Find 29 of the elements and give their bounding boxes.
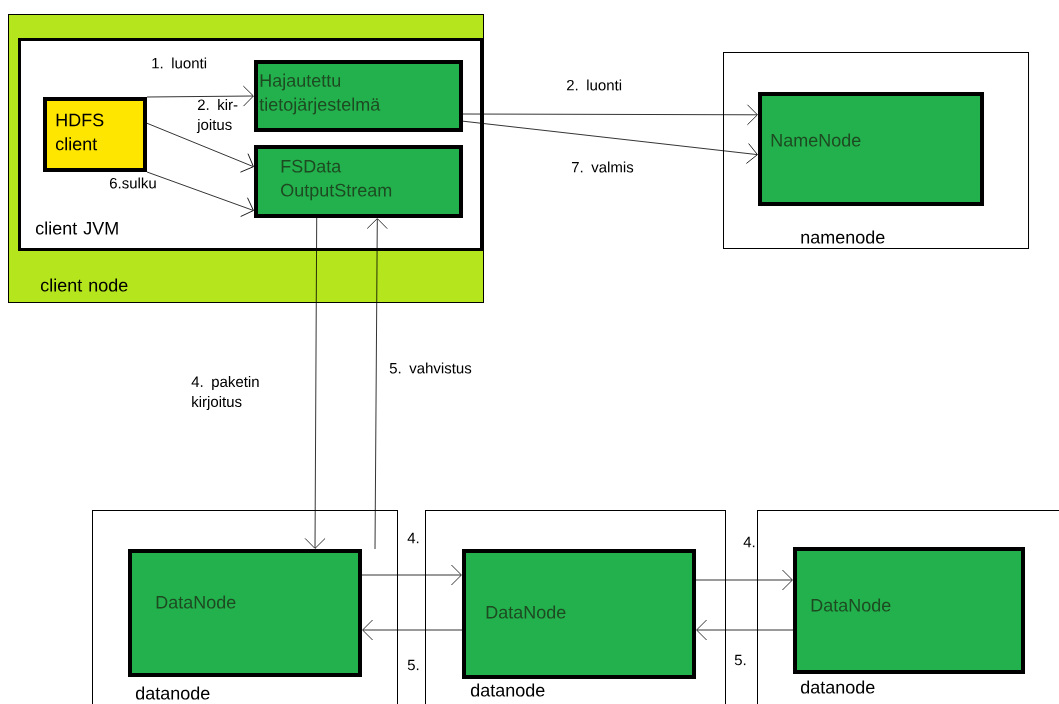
edge-label: 1. luonti — [152, 57, 207, 69]
client-box: HDFS client — [43, 97, 147, 172]
edge-label: 7. valmis — [572, 161, 634, 173]
edge-label: 2. luonti — [566, 79, 622, 91]
arrow — [304, 217, 326, 549]
process-box: DataNode — [462, 549, 696, 679]
edge-label: 4. — [743, 536, 755, 548]
process-box: FSData OutputStream — [254, 145, 463, 218]
arrow — [146, 85, 254, 107]
arrow — [462, 120, 758, 164]
process-box: DataNode — [793, 547, 1025, 674]
edge-label: 5. — [407, 659, 419, 671]
arrow — [146, 171, 254, 217]
arrow — [146, 122, 254, 173]
arrow — [462, 104, 758, 126]
edge-label: 2. kir- joitus — [196, 99, 238, 133]
edge-label: 4. paketin kirjoitus — [191, 376, 259, 410]
process-box: DataNode — [128, 549, 362, 677]
edge-label: 4. — [407, 532, 419, 544]
process-box: Hajautettu tietojärjestelmä — [254, 60, 463, 132]
arrow — [362, 619, 463, 641]
edge-label: 5. — [734, 654, 746, 666]
edge-label: 6.sulku — [109, 177, 156, 189]
process-box: NameNode — [758, 92, 984, 206]
arrow — [696, 619, 794, 641]
arrow — [361, 564, 462, 586]
arrow — [695, 569, 793, 591]
arrow — [366, 218, 388, 550]
edge-label: 5. vahvistus — [389, 362, 472, 374]
